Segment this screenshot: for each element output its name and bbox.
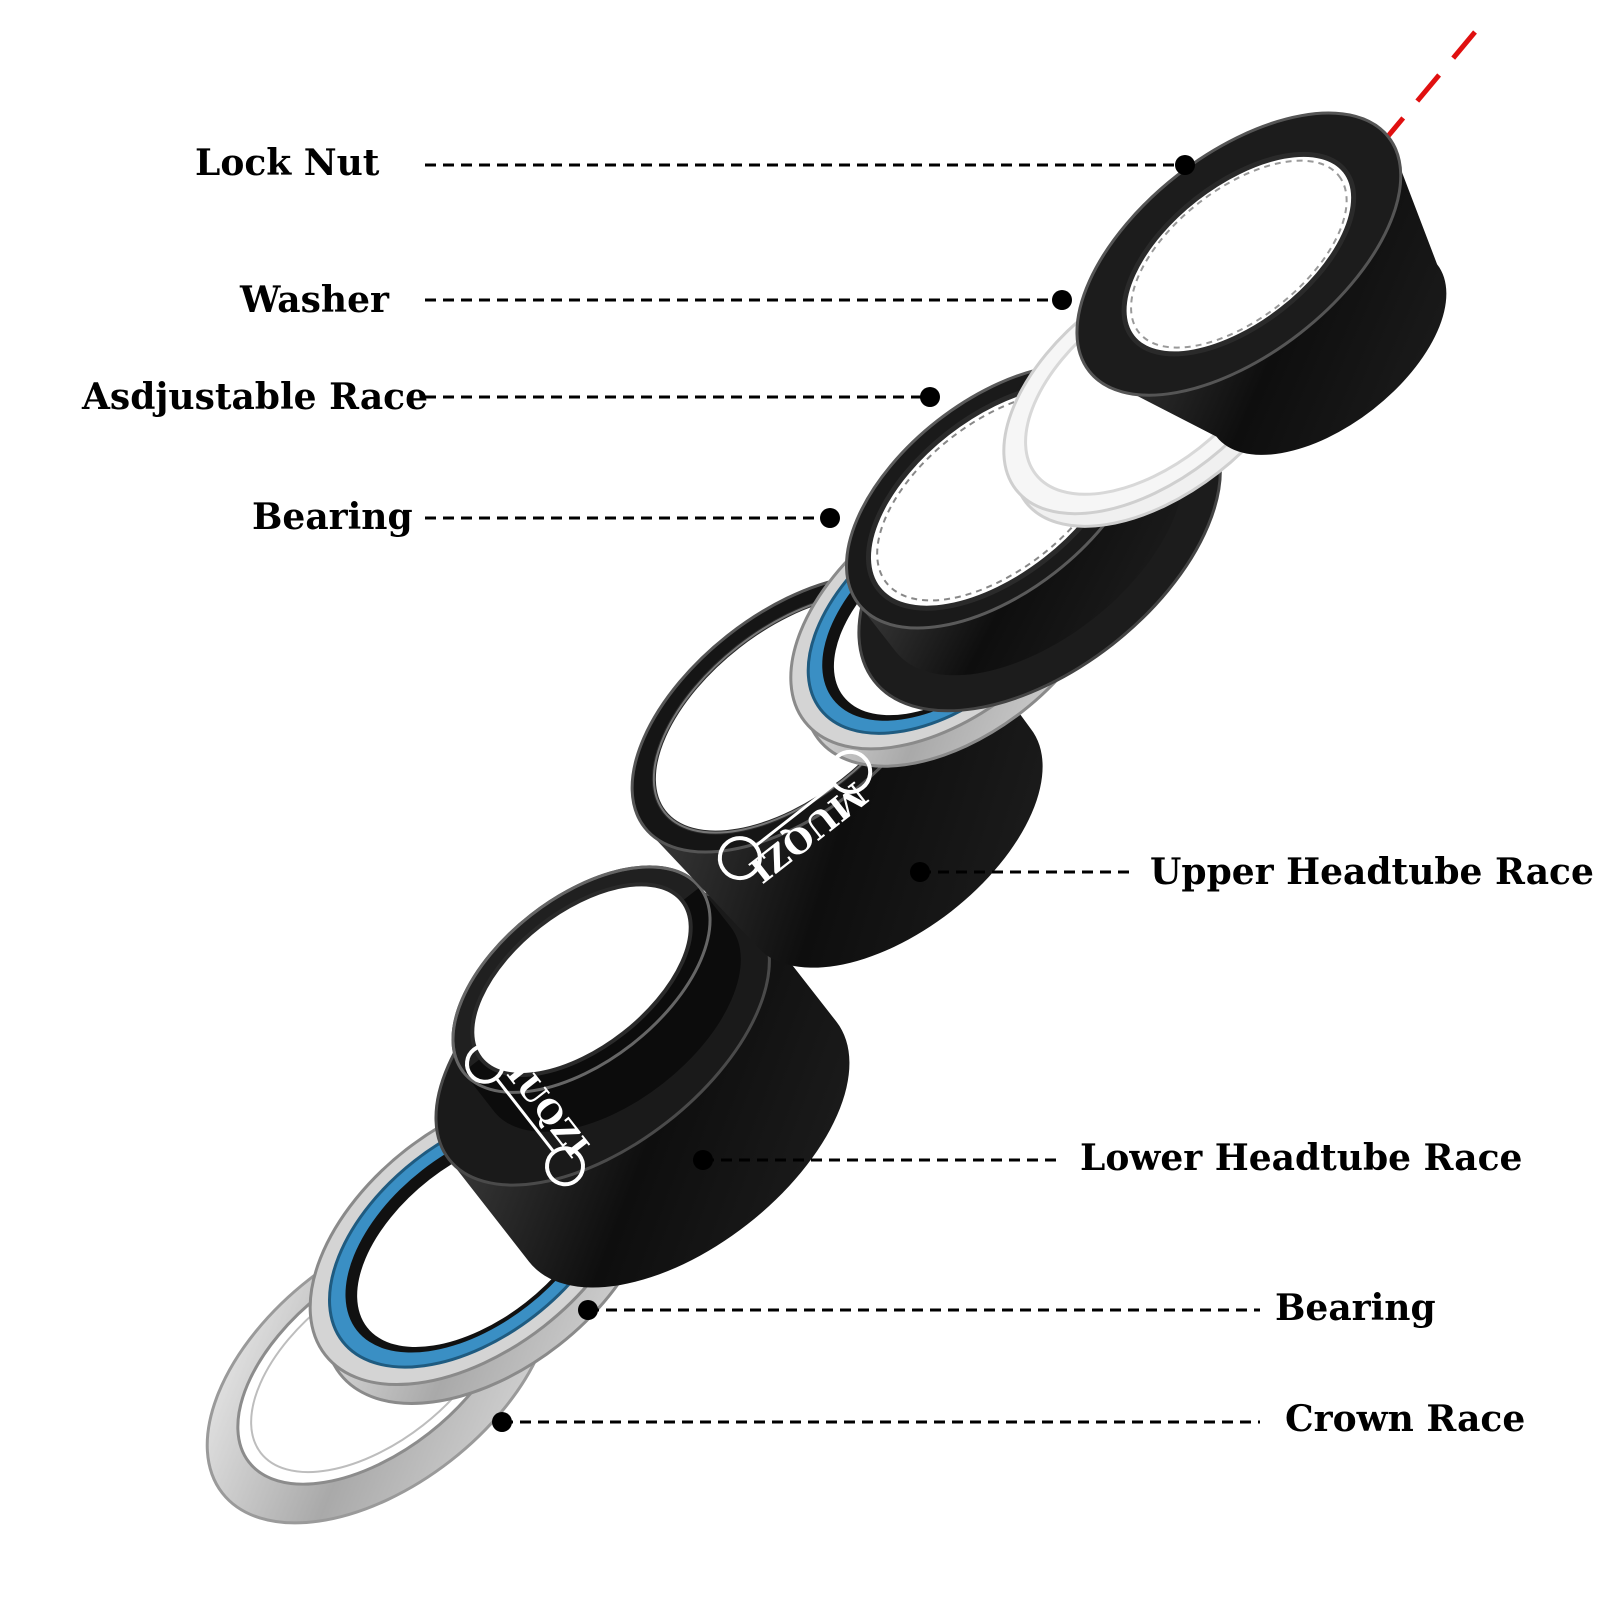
label-crown-race: Crown Race xyxy=(1285,1398,1526,1440)
leader-dot-bearing-bottom xyxy=(578,1300,598,1320)
label-upper-headtube-race: Upper Headtube Race xyxy=(1150,851,1594,893)
leader-dot-washer xyxy=(1052,290,1072,310)
label-lower-headtube-race: Lower Headtube Race xyxy=(1080,1137,1523,1179)
leader-lines xyxy=(425,163,1260,1424)
label-bearing-top: Bearing xyxy=(252,496,413,538)
leader-dot-upper-headtube-race xyxy=(910,862,930,882)
lower-headtube-race-part xyxy=(434,865,850,1288)
leader-dot-adjustable-race xyxy=(920,387,940,407)
label-bearing-bottom: Bearing xyxy=(1275,1287,1436,1329)
lock-nut-part xyxy=(1075,111,1447,455)
leader-dot-bearing-top xyxy=(820,508,840,528)
label-adjustable-race: Asdjustable Race xyxy=(82,376,428,418)
leader-dot-crown-race xyxy=(492,1412,512,1432)
leader-dot-lower-headtube-race xyxy=(693,1150,713,1170)
leader-dots xyxy=(492,155,1195,1432)
label-lock-nut: Lock Nut xyxy=(195,142,380,184)
label-washer: Washer xyxy=(240,279,389,321)
leader-dot-lock-nut xyxy=(1175,155,1195,175)
